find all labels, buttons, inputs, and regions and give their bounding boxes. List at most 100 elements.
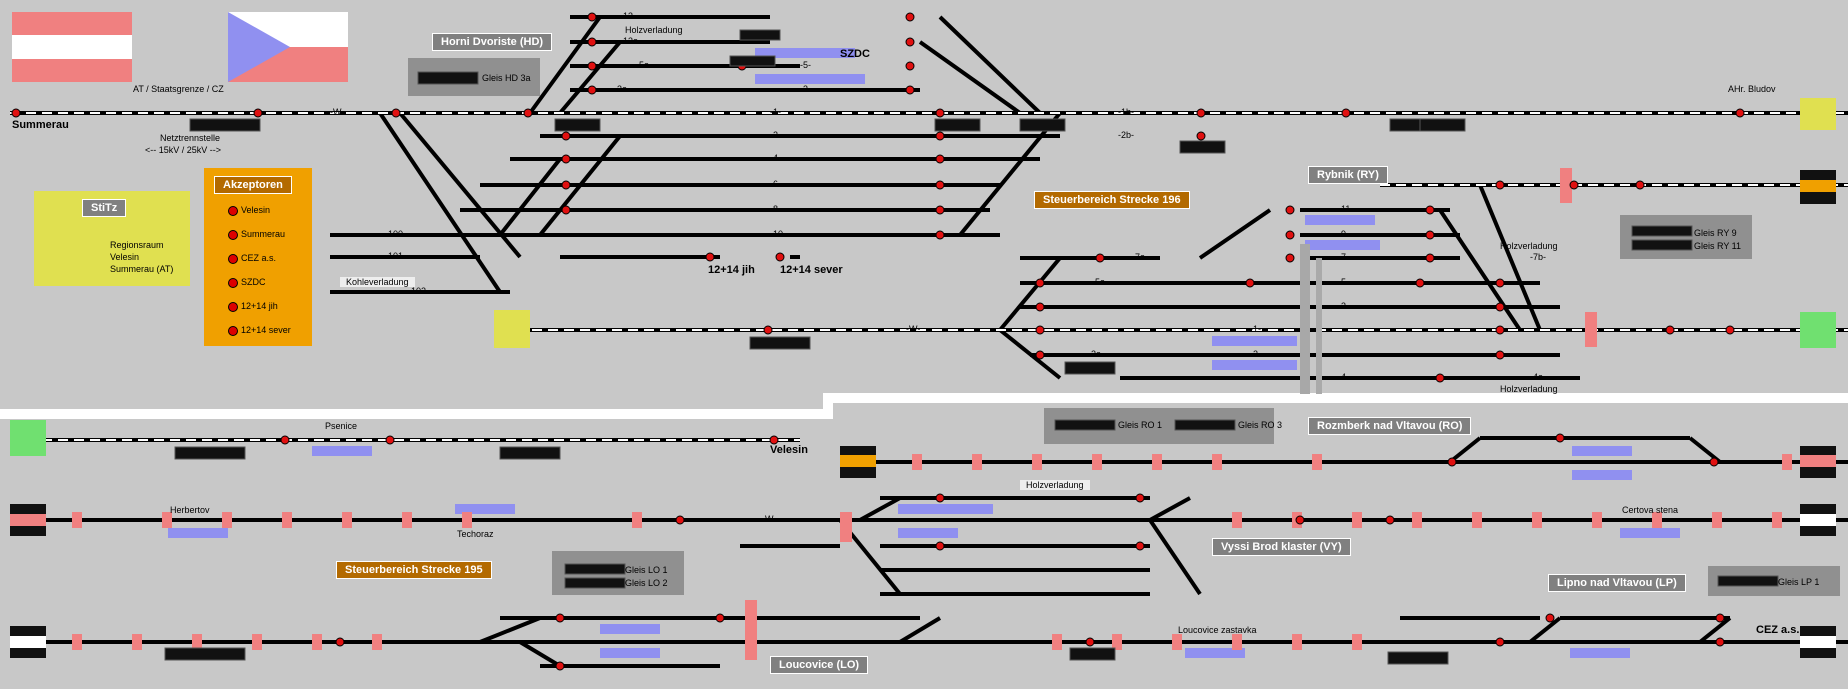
- netz-label: Netztrennstelle: [160, 133, 221, 143]
- akzeptor-item[interactable]: 12+14 jih: [228, 301, 278, 312]
- signals[interactable]: [11, 12, 1817, 671]
- track-label: -5-: [1338, 277, 1349, 287]
- stitz-item[interactable]: Velesin: [110, 252, 140, 262]
- station-loucovice-z: Loucovice zastavka: [1178, 625, 1257, 635]
- signal-icon: [228, 325, 238, 336]
- track-label: -101-: [385, 251, 407, 261]
- akzeptor-label: Velesin: [241, 205, 271, 215]
- signal-icon: [228, 205, 238, 216]
- track-label: -4-: [770, 153, 781, 163]
- station-title-vy: Vyssi Brod klaster (VY): [1212, 538, 1351, 556]
- czech-flag-icon: [228, 12, 348, 82]
- section-markers: [72, 168, 1792, 660]
- voltage-label: <-- 15kV / 25kV -->: [145, 145, 222, 155]
- track-label: -6-: [770, 179, 781, 189]
- status-displays: [164, 29, 1466, 665]
- track-label: -100-: [385, 229, 407, 239]
- gleis-label: Gleis LP 1: [1778, 577, 1820, 587]
- station-summerau: Summerau: [12, 119, 69, 131]
- track-label: -102-: [408, 286, 430, 296]
- track-label: -7-: [1338, 252, 1349, 262]
- signal-icon: [228, 277, 238, 288]
- track-label: -2b-: [1118, 130, 1135, 140]
- track-label: -W-: [330, 107, 345, 117]
- ahr-label: AHr. Bludov: [1728, 84, 1776, 94]
- track-label: -8-: [770, 204, 781, 214]
- stitz-title: StiTz: [82, 199, 127, 217]
- station-certova: Certova stena: [1622, 505, 1679, 515]
- stitz-item[interactable]: Regionsraum: [110, 240, 164, 250]
- track-label: -2-: [1250, 349, 1261, 359]
- track-label: -10-: [770, 229, 787, 239]
- station-velesin: Velesin: [770, 444, 808, 456]
- track-label: -1-: [770, 107, 781, 117]
- track-label: -5a-: [636, 60, 653, 70]
- akzeptoren-panel: Akzeptoren Velesin Summerau CEZ a.s. SZD…: [204, 168, 312, 346]
- track-label: -11-: [1338, 204, 1354, 214]
- track-label: -13a-: [620, 36, 642, 46]
- station-herbertov: Herbertov: [170, 505, 210, 515]
- holz-label: Holzverladung: [1500, 241, 1558, 251]
- holz-label: Holzverladung: [625, 25, 683, 35]
- signal-icon: [228, 229, 238, 240]
- akzeptor-item[interactable]: 12+14 sever: [228, 325, 291, 336]
- gleis-label: Gleis RY 11: [1694, 241, 1742, 251]
- akzeptor-item[interactable]: SZDC: [228, 277, 266, 288]
- szdc-label: SZDC: [840, 48, 870, 60]
- track-label: -7a-: [1132, 252, 1149, 262]
- signal-icon: [228, 301, 238, 312]
- track-label: -W-: [762, 514, 777, 524]
- platforms: [168, 48, 1680, 658]
- akzeptor-item[interactable]: Velesin: [228, 205, 270, 216]
- track-label: -W-: [906, 324, 921, 334]
- akzeptor-item[interactable]: Summerau: [228, 229, 285, 240]
- track-label: -3a-: [614, 84, 631, 94]
- stitz-panel: StiTz Regionsraum Velesin Summerau (AT): [34, 191, 190, 286]
- gleis-label: Gleis LO 1: [625, 565, 668, 575]
- holz-label: Holzverladung: [1020, 480, 1090, 490]
- track-label: -5a-: [1092, 277, 1109, 287]
- akzeptor-label: CEZ a.s.: [241, 253, 277, 263]
- station-title-ro: Rozmberk nad Vltavou (RO): [1308, 417, 1472, 435]
- track-label: -1-: [1250, 324, 1261, 334]
- track-label: -1b-: [1118, 107, 1135, 117]
- track-label: -3-: [1338, 301, 1349, 311]
- station-title-lo: Loucovice (LO): [770, 656, 869, 674]
- cez-label: CEZ a.s.: [1756, 624, 1800, 636]
- station-psenice: Psenice: [325, 421, 358, 431]
- station-title-lp: Lipno nad Vltavou (LP): [1548, 574, 1686, 592]
- stitz-item[interactable]: Summerau (AT): [110, 264, 174, 274]
- label-12-14-jih: 12+14 jih: [708, 264, 755, 276]
- austria-flag-icon: [12, 12, 132, 82]
- station-title-ry: Rybnik (RY): [1308, 166, 1388, 184]
- akzeptor-label: 12+14 sever: [241, 325, 291, 335]
- gleis-label: Gleis LO 2: [625, 578, 668, 588]
- steuer-195: Steuerbereich Strecke 195: [336, 561, 492, 579]
- border-label: AT / Staatsgrenze / CZ: [133, 84, 224, 94]
- track-label: -13-: [620, 11, 637, 21]
- track-label: -9-: [1338, 229, 1349, 239]
- gleis-label: Gleis RO 3: [1238, 420, 1283, 430]
- track-label: -2-: [770, 130, 781, 140]
- track-label: -4a-: [1530, 372, 1547, 382]
- track-label: -5-: [800, 60, 811, 70]
- station-techoraz: Techoraz: [457, 529, 494, 539]
- gleis-label: Gleis RY 9: [1694, 228, 1737, 238]
- gleis-label: Gleis RO 1: [1118, 420, 1163, 430]
- steuer-196: Steuerbereich Strecke 196: [1034, 191, 1190, 209]
- akzeptor-label: 12+14 jih: [241, 301, 278, 311]
- akzeptor-label: SZDC: [241, 277, 266, 287]
- gleis-label: Gleis HD 3a: [482, 73, 531, 83]
- akzeptor-item[interactable]: CEZ a.s.: [228, 253, 276, 264]
- track-label: -4-: [1338, 372, 1349, 382]
- akzeptor-label: Summerau: [241, 229, 286, 239]
- track-label: -2a-: [1088, 349, 1105, 359]
- track-label: -3-: [800, 84, 811, 94]
- signal-icon: [228, 253, 238, 264]
- station-title-hd: Horni Dvoriste (HD): [432, 33, 553, 51]
- akzeptoren-title: Akzeptoren: [214, 176, 292, 194]
- track-label: -7b-: [1530, 252, 1547, 262]
- label-12-14-sever: 12+14 sever: [780, 264, 843, 276]
- kohle-label: Kohleverladung: [340, 277, 415, 287]
